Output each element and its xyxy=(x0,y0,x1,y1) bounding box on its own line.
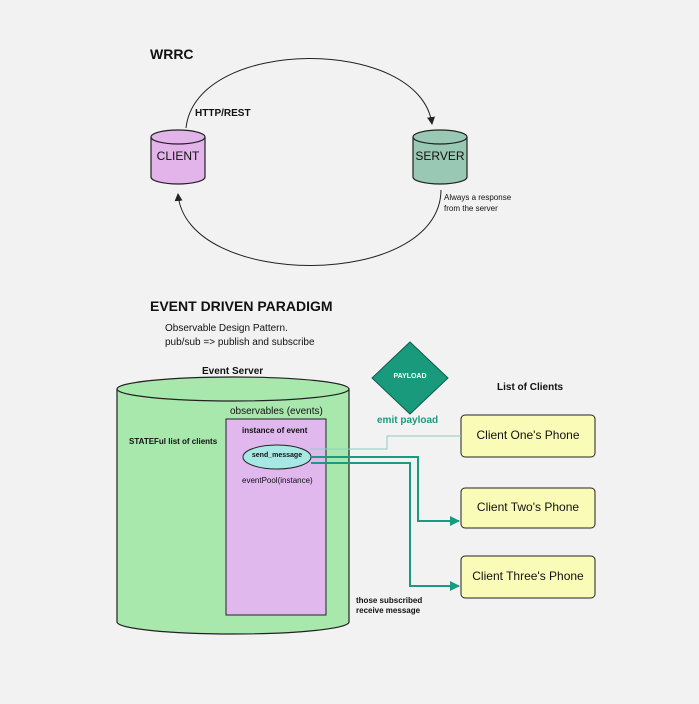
emit-payload-label: emit payload xyxy=(377,415,439,426)
response-note-line1: Always a response xyxy=(444,193,512,202)
desc-line2: pub/sub => publish and subscribe xyxy=(165,337,315,348)
list-of-clients-label: List of Clients xyxy=(497,382,564,393)
subscribed-note-line2: receive message xyxy=(356,606,421,615)
client-one-phone-label: Client One's Phone xyxy=(476,428,580,442)
event-driven-title: EVENT DRIVEN PARADIGM xyxy=(150,298,333,314)
connector-to-client-one xyxy=(310,435,461,450)
response-arc xyxy=(174,189,442,266)
client-three-phone-box[interactable] xyxy=(460,555,596,599)
http-rest-label: HTTP/REST xyxy=(195,108,251,119)
instance-of-event-label: instance of event xyxy=(242,426,308,435)
request-arc xyxy=(185,58,435,129)
connector-to-client-two xyxy=(311,456,460,526)
event-server-label: Event Server xyxy=(202,366,264,377)
client-two-phone-box[interactable] xyxy=(460,487,596,529)
subscribed-note-line1: those subscribed xyxy=(356,596,423,605)
client-label: CLIENT xyxy=(156,149,200,163)
event-pool-label: eventPool(instance) xyxy=(242,476,313,485)
server-cylinder xyxy=(412,129,468,185)
stateful-list-label: STATEFul list of clients xyxy=(129,437,218,446)
server-label: SERVER xyxy=(415,149,465,163)
client-cylinder xyxy=(150,129,206,185)
payload-label: PAYLOAD xyxy=(393,373,427,380)
client-three-phone-label: Client Three's Phone xyxy=(472,569,584,583)
connector-to-client-three xyxy=(311,462,460,591)
desc-line1: Observable Design Pattern. xyxy=(165,323,288,334)
wrrc-title: WRRC xyxy=(150,46,194,62)
client-two-phone-label: Client Two's Phone xyxy=(476,500,580,514)
payload-diamond xyxy=(371,341,449,415)
observables-label: observables (events) xyxy=(230,406,323,417)
response-note-line2: from the server xyxy=(444,204,498,213)
send-message-label: send_message xyxy=(251,452,303,459)
